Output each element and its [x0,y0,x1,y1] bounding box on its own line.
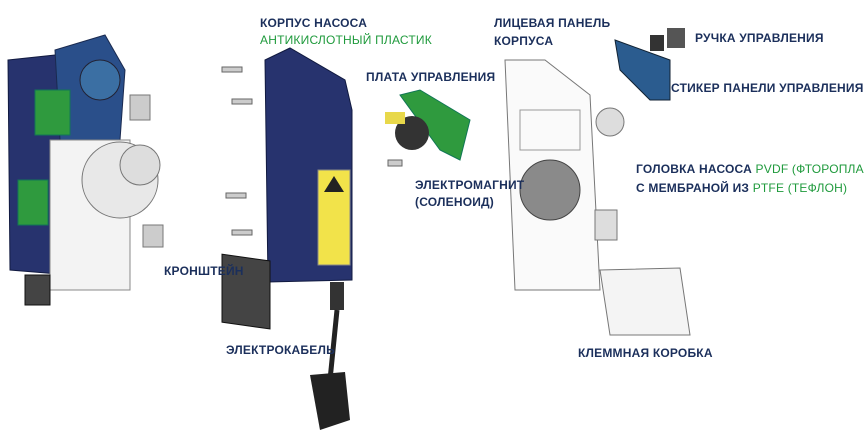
label-housing-material: АНТИКИСЛОТНЫЙ ПЛАСТИК [260,33,432,47]
label-front-panel-1: ЛИЦЕВАЯ ПАНЕЛЬ [494,16,611,30]
bracket [221,253,271,330]
membrane-prefix: С МЕМБРАНОЙ ИЗ [636,181,750,195]
pump-head-prefix: ГОЛОВКА НАСОСА [636,162,752,176]
label-housing: КОРПУС НАСОСА [260,16,368,30]
label-membrane: С МЕМБРАНОЙ ИЗ PTFE (ТЕФЛОН) [636,181,847,195]
knob-ring [650,35,664,51]
pump-housing [264,47,353,283]
label-control-board: ПЛАТА УПРАВЛЕНИЯ [366,70,496,84]
front-panel [504,59,625,291]
label-bracket: КРОНШТЕЙН [164,264,244,278]
label-solenoid-1: ЭЛЕКТРОМАГНИТ [415,178,525,192]
label-solenoid-2: (СОЛЕНОИД) [415,195,494,209]
label-panel-sticker: СТИКЕР ПАНЕЛИ УПРАВЛЕНИЯ [671,81,864,95]
power-cable [310,282,350,430]
membrane-material: PTFE (ТЕФЛОН) [752,181,848,195]
label-control-knob: РУЧКА УПРАВЛЕНИЯ [695,31,824,45]
label-pump-head: ГОЛОВКА НАСОСА PVDF (ФТОРОПЛАСТ) [636,162,864,176]
label-power-cable: ЭЛЕКТРОКАБЕЛЬ [226,343,335,357]
control-board-solenoid [385,89,471,161]
assembled-pump [7,34,164,306]
label-front-panel-2: КОРПУСА [494,34,554,48]
panel-sticker [614,39,671,101]
label-terminal-box: КЛЕММНАЯ КОРОБКА [578,346,713,360]
control-knob [667,28,685,48]
terminal-box [599,267,691,336]
pump-head-material: PVDF (ФТОРОПЛАСТ) [755,162,864,176]
